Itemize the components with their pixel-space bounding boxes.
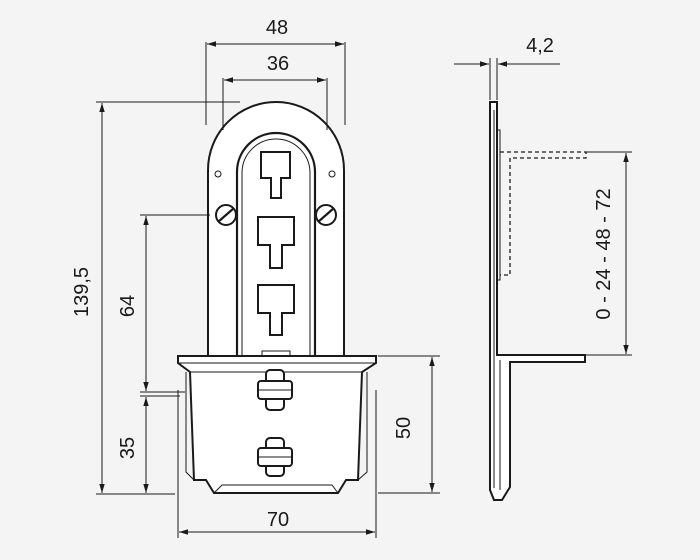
screw-left	[215, 204, 237, 226]
box-bottom-lip	[213, 484, 339, 494]
plate-inner-slot	[235, 131, 317, 355]
pin-hole-right	[328, 170, 336, 178]
front-view	[177, 101, 377, 494]
keyhole-slot-1	[260, 151, 291, 199]
pin-hole-left	[214, 170, 222, 178]
side-plate	[489, 101, 586, 501]
side-view	[489, 101, 587, 501]
dim-label-70: 70	[267, 509, 289, 531]
dim-label-positions: 0 - 24 - 48 - 72	[593, 188, 615, 319]
dimension-lines	[96, 41, 632, 538]
dim-label-48: 48	[266, 17, 288, 39]
dimension-labels: 48 36 4,2 139,5 64 35 50 70 0 - 24 - 48 …	[71, 17, 615, 531]
side-rail	[496, 129, 501, 281]
dim-label-64: 64	[117, 295, 139, 317]
box-side-left	[185, 372, 195, 481]
dim-label-139-5: 139,5	[71, 267, 93, 317]
dim-label-50: 50	[393, 417, 415, 439]
box-side-right	[357, 372, 368, 481]
dim-label-36: 36	[267, 53, 289, 75]
screw-right	[315, 204, 337, 226]
keyhole-slots	[257, 151, 295, 336]
plate-slot-edge	[241, 138, 311, 355]
box-tab	[261, 350, 291, 357]
cross-slot-upper	[257, 369, 293, 411]
keyhole-slot-3	[257, 284, 295, 336]
dim-label-4-2: 4,2	[526, 35, 554, 57]
dim-label-35: 35	[117, 437, 139, 459]
cross-slot-lower	[257, 437, 293, 477]
keyhole-slot-2	[257, 216, 295, 269]
hook-position-outline	[500, 151, 587, 276]
